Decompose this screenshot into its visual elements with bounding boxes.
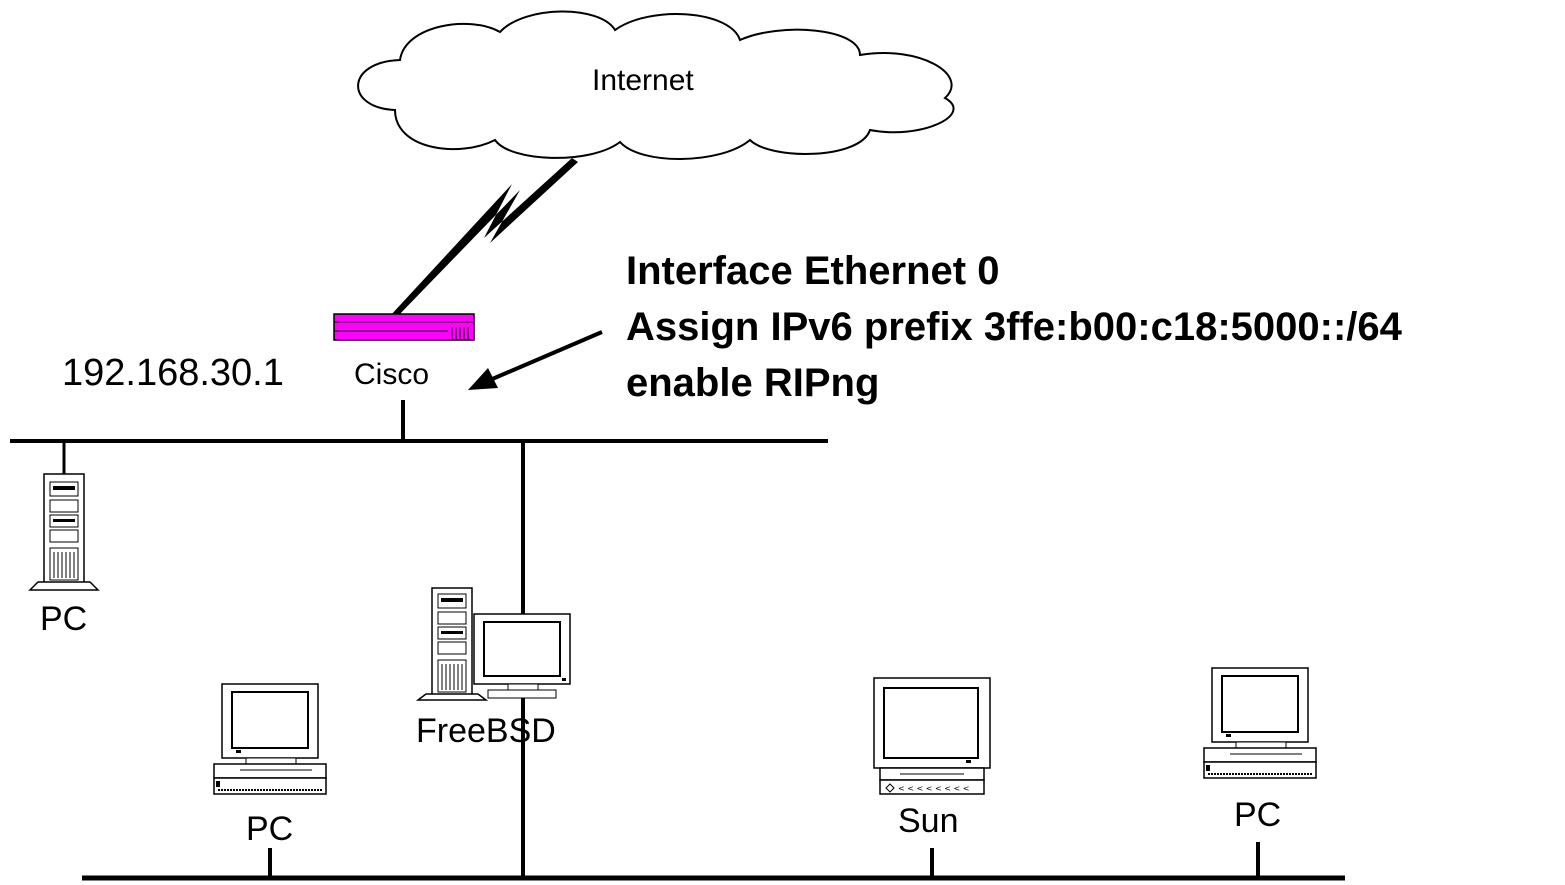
annotation-line-ripng: enable RIPng bbox=[626, 361, 880, 405]
annotation-arrow bbox=[468, 330, 603, 390]
freebsd-workstation-icon bbox=[415, 587, 571, 701]
wan-link-bolt bbox=[390, 158, 578, 318]
router-ip-label: 192.168.30.1 bbox=[62, 352, 284, 394]
pc-tower-icon bbox=[28, 473, 100, 591]
svg-text:< < < < < < < <: < < < < < < < < bbox=[898, 784, 969, 793]
internet-label: Internet bbox=[592, 64, 694, 97]
pc-left-icon bbox=[213, 683, 327, 795]
router-name-label: Cisco bbox=[354, 358, 430, 391]
sun-workstation-icon: < < < < < < < < bbox=[873, 677, 991, 795]
internet-cloud bbox=[357, 10, 955, 160]
cisco-router-icon bbox=[333, 313, 475, 341]
sun-label: Sun bbox=[898, 802, 959, 840]
annotation-line-prefix: Assign IPv6 prefix 3ffe:b00:c18:5000::/6… bbox=[626, 305, 1402, 349]
pc-right-label: PC bbox=[1234, 796, 1282, 834]
annotation-block: Interface Ethernet 0 Assign IPv6 prefix … bbox=[626, 243, 1402, 411]
annotation-line-interface: Interface Ethernet 0 bbox=[626, 249, 1000, 293]
pc-right-icon bbox=[1203, 667, 1317, 779]
pc-tower-label: PC bbox=[40, 600, 88, 638]
freebsd-label: FreeBSD bbox=[416, 712, 556, 750]
pc-left-label: PC bbox=[246, 810, 294, 848]
